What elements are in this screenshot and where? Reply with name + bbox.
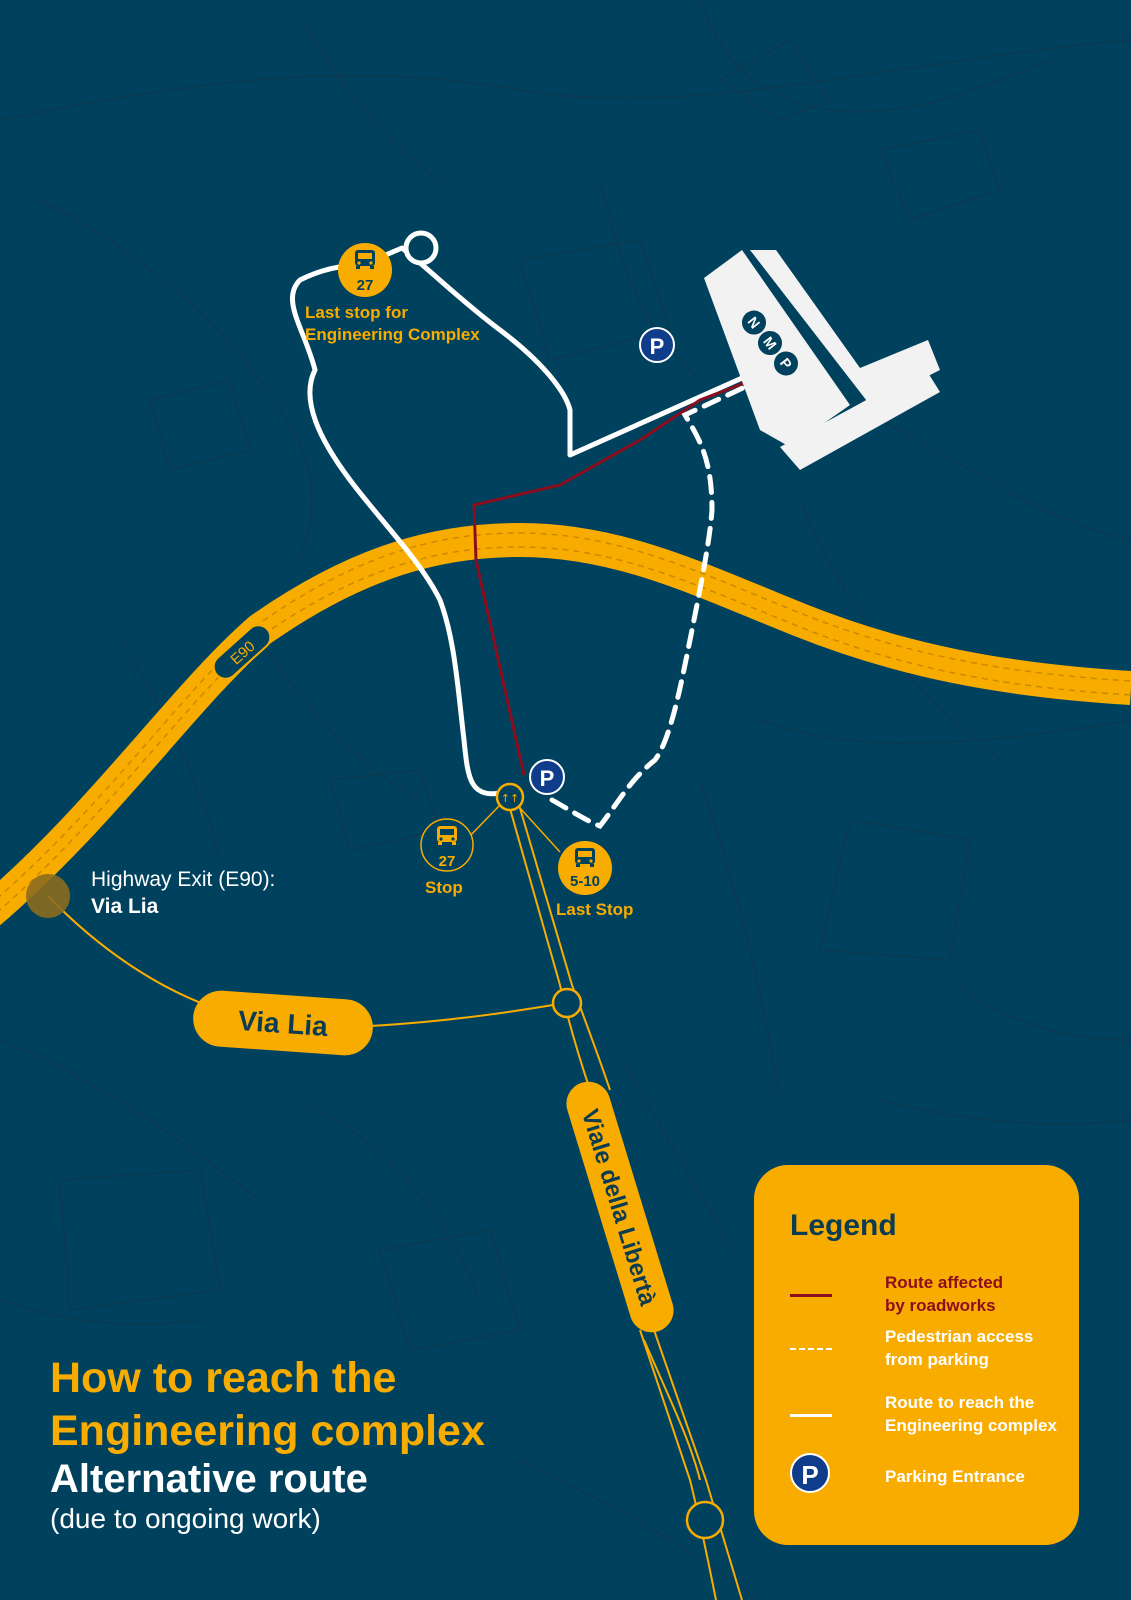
legend-item-parking: P Parking Entrance	[790, 1453, 1060, 1511]
road-arrows: ↑↑	[501, 792, 519, 805]
roundabout	[685, 1500, 725, 1540]
bus-icon	[575, 848, 595, 867]
top-stop-label: Last stop for Engineering Complex	[305, 302, 480, 346]
bus-stop-5-10: 5-10	[558, 841, 612, 895]
legend-title: Legend	[790, 1209, 897, 1242]
parking-icon: P	[790, 1453, 830, 1493]
bus-line-number: 27	[357, 277, 374, 294]
legend-parking-text: Parking Entrance	[885, 1467, 1025, 1486]
highway-shield: E90	[212, 624, 272, 680]
top-stop-label-line2: Engineering Complex	[305, 325, 480, 344]
legend-text-pedestrian: Pedestrian access from parking	[885, 1325, 1085, 1371]
legend-roadworks-line1: Route affected	[885, 1273, 1004, 1292]
legend-roadworks-line2: by roadworks	[885, 1296, 996, 1315]
parking-marker: P	[639, 327, 675, 363]
route-terminus	[403, 230, 439, 266]
top-stop-label-line1: Last stop for	[305, 303, 408, 322]
engineering-building	[704, 250, 940, 470]
legend-pedestrian-line2: from parking	[885, 1350, 989, 1369]
roundabout	[495, 782, 525, 812]
bus-stop-top: 27	[338, 243, 392, 297]
map-subtitle: Alternative route	[50, 1457, 368, 1501]
pedestrian-access	[549, 377, 763, 830]
via-lia-road	[47, 895, 566, 1027]
highway-exit-road: Via Lia	[91, 895, 159, 918]
roadworks-route	[472, 375, 761, 776]
legend-swatch-roadworks	[790, 1294, 832, 1297]
bus-line-number: 27	[439, 853, 456, 870]
legend-item-roadworks: Route affected by roadworks	[790, 1271, 1060, 1321]
via-lia-text: Via Lia	[237, 1005, 329, 1042]
stop-leaders	[467, 804, 561, 853]
legend-swatch-pedestrian	[790, 1348, 832, 1350]
legend-pedestrian-line1: Pedestrian access	[885, 1327, 1034, 1346]
legend-item-pedestrian: Pedestrian access from parking	[790, 1325, 1060, 1375]
parking-marker: P	[529, 759, 565, 795]
highway-exit-marker	[26, 874, 70, 918]
stop-27-label: Stop	[425, 878, 463, 897]
via-lia-label: Via Lia	[193, 990, 373, 1056]
legend-item-route: Route to reach the Engineering complex	[790, 1391, 1060, 1441]
highway-exit-text: Highway Exit (E90):	[91, 868, 276, 891]
bus-icon	[355, 250, 375, 269]
bus-line-number: 5-10	[570, 873, 600, 890]
title-line-2: Engineering complex	[50, 1407, 485, 1455]
parking-marker-letter: P	[540, 766, 555, 791]
legend-text-roadworks: Route affected by roadworks	[885, 1271, 1085, 1317]
legend: Legend Route affected by roadworks Pedes…	[754, 1165, 1079, 1545]
legend-route-line1: Route to reach the	[885, 1393, 1035, 1412]
highway-exit-label: Highway Exit (E90): Via Lia	[91, 866, 275, 920]
bus-icon	[437, 826, 457, 845]
highway-e90	[0, 522, 1131, 926]
stop-5-10-label: Last Stop	[556, 900, 634, 919]
title-line-1: How to reach the	[50, 1354, 397, 1402]
route-to-complex	[289, 245, 763, 797]
legend-swatch-route	[790, 1414, 832, 1417]
roundabout	[551, 987, 583, 1019]
map-note: (due to ongoing work)	[50, 1503, 321, 1534]
parking-marker-letter: P	[650, 334, 665, 359]
viale-label: Viale della Libertà	[566, 1081, 674, 1333]
bus-stop-27: 27	[420, 818, 474, 872]
legend-route-line2: Engineering complex	[885, 1416, 1057, 1435]
legend-text-route: Route to reach the Engineering complex	[885, 1391, 1085, 1437]
nmp-logo: N M P	[741, 310, 799, 376]
map-title: How to reach the Engineering complex Alt…	[50, 1352, 485, 1536]
